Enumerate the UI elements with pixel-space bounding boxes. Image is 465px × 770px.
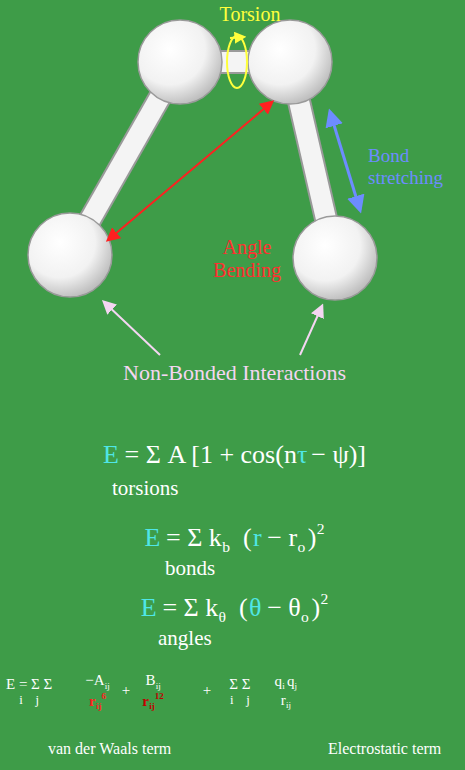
subscript: b: [222, 538, 230, 555]
equation-symbol: q: [287, 673, 295, 689]
equation-symbol: i: [19, 693, 23, 707]
fraction: Bijrij12: [142, 672, 164, 712]
superscript: 6: [102, 691, 107, 701]
term-label: angles: [158, 626, 212, 650]
nonbonded-arrow: [300, 306, 322, 355]
subscript: ij: [149, 701, 155, 711]
subscript: o: [297, 538, 305, 555]
term-label: bonds: [165, 556, 215, 580]
callout-label: Non-Bonded Interactions: [123, 360, 346, 385]
lower-part: rij12: [142, 691, 164, 712]
upper-part: Σ Σ: [229, 676, 250, 693]
fraction: −Aijrij6: [85, 672, 109, 712]
callout-label-block: Bond stretching: [368, 145, 462, 189]
subscript: ij: [96, 701, 102, 711]
superscript: 2: [317, 520, 325, 537]
superscript: 12: [155, 691, 164, 701]
upper-part: −Aij: [85, 672, 109, 691]
equation-symbol: = Σ A [1 + cos(n: [125, 440, 297, 469]
equation-symbol: j: [246, 693, 250, 707]
equation-symbol: (: [243, 523, 252, 552]
equation-symbol: q: [275, 673, 283, 689]
lower-part: ij: [6, 693, 52, 708]
callout-label-block: Non-Bonded Interactions: [2, 360, 465, 385]
callout-label-block: Torsion: [170, 3, 330, 26]
term-label-block: bonds: [165, 556, 285, 580]
term-label: van der Waals term: [48, 740, 171, 757]
subscript: ij: [286, 700, 291, 710]
callout-label-block: Angle Bending: [192, 236, 302, 282]
callout-label: Angle Bending: [213, 236, 281, 281]
subscript: θ: [218, 608, 225, 625]
equation-symbol: (: [239, 593, 248, 622]
subscript: ij: [105, 681, 110, 691]
equation-symbol: i: [230, 693, 234, 707]
subscript: i: [282, 681, 285, 691]
equation-symbol: −A: [85, 672, 104, 688]
term-label: torsions: [112, 476, 179, 500]
term-label: Electrostatic term: [328, 740, 441, 757]
subscript: j: [295, 681, 298, 691]
term-label-block: Electrostatic term: [328, 740, 462, 758]
equation-symbol: j: [36, 693, 40, 707]
equation-symbol: B: [145, 672, 155, 688]
lower-part: ij: [229, 693, 250, 708]
equation-symbol: τ: [297, 440, 307, 469]
term-label-block: angles: [158, 626, 278, 650]
equation-symbol: r: [253, 523, 262, 552]
term-label-block: van der Waals term: [48, 740, 218, 758]
equation-symbol: E: [103, 440, 119, 469]
equation-symbol: r: [89, 693, 96, 709]
equation-symbol: − θ: [267, 593, 301, 622]
equation-symbol: ): [311, 593, 320, 622]
equation-symbol: = Σ k: [166, 523, 222, 552]
sum-with-limits: E = Σ Σij: [6, 676, 52, 708]
equation-symbol: − ψ)]: [311, 440, 366, 469]
equation-symbol: +: [122, 682, 130, 698]
angle-arrow: [108, 102, 272, 240]
upper-part: Bij: [142, 672, 164, 691]
equation-symbol: = Σ k: [162, 593, 218, 622]
lower-part: rij6: [85, 691, 109, 712]
subscript: ij: [156, 681, 161, 691]
equation-symbol: E: [144, 523, 160, 552]
equation-symbol: r: [142, 693, 149, 709]
atoms: [28, 20, 377, 300]
equation-symbol: − r: [267, 523, 297, 552]
upper-part: E = Σ Σ: [6, 676, 52, 693]
lower-part: rij: [275, 692, 298, 711]
equation-symbol: +: [203, 682, 211, 698]
nonbonded-arrow: [104, 302, 160, 355]
superscript: 2: [320, 590, 328, 607]
callout-label: Torsion: [220, 3, 281, 25]
equation-symbol: ): [308, 523, 317, 552]
upper-part: qiqj: [275, 673, 298, 692]
torsion-arrow: [227, 36, 247, 88]
sum-with-limits: Σ Σij: [229, 676, 250, 708]
equation-symbol: E = Σ Σ: [6, 676, 52, 692]
equation-line: E= Σ A [1 + cos(nτ− ψ)]: [2, 440, 465, 470]
equation-symbol: E: [141, 593, 157, 622]
stretch-arrow: [330, 112, 360, 210]
equation-symbol: Σ Σ: [229, 676, 250, 692]
equation-symbol: r: [281, 692, 286, 708]
equation-line: E= Σ kθ(θ− θo)2: [2, 590, 465, 626]
callout-label: Bond stretching: [368, 145, 443, 188]
equation-line: E= Σ kb (r− ro)2: [2, 520, 465, 556]
equation-line: E = Σ Σij−Aijrij6+Bijrij12+Σ Σijqiqjrij: [6, 672, 456, 712]
equation-symbol: θ: [249, 593, 261, 622]
fraction: qiqjrij: [275, 673, 298, 711]
subscript: o: [301, 608, 309, 625]
term-label-block: torsions: [112, 476, 232, 500]
